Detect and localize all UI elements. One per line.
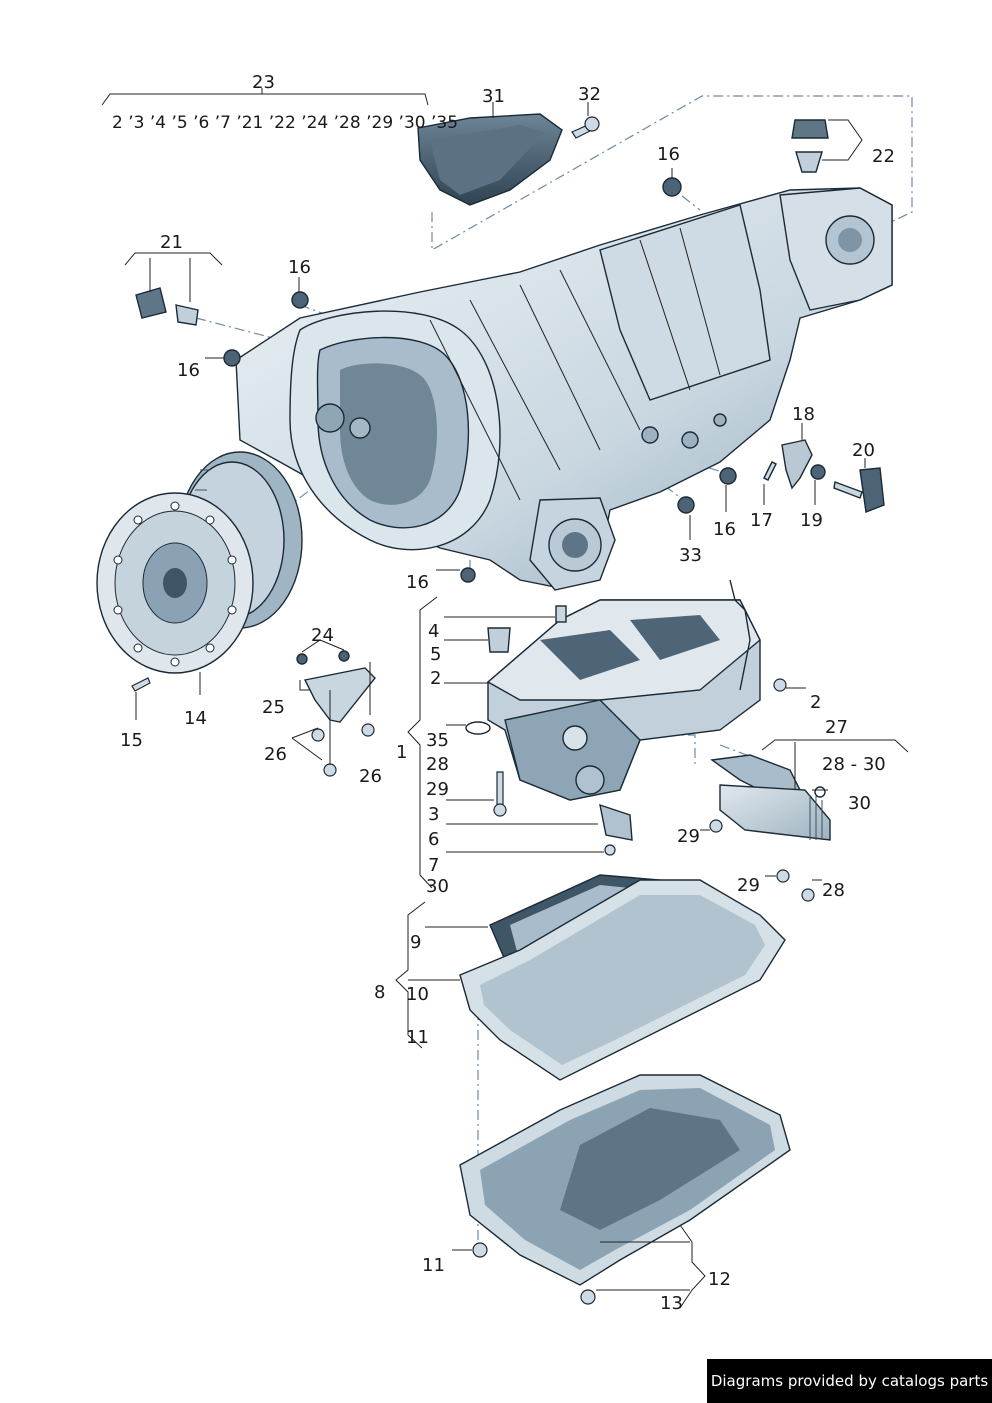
- label-21: 21: [160, 232, 183, 253]
- atf-cooler-27: [710, 754, 831, 841]
- callout-labels: 23 2 ’3 ’4 ’5 ’6 ’7 ’21 ’22 ’24 ’28 ’29 …: [112, 72, 895, 1314]
- label-7: 7: [428, 855, 439, 876]
- label-29-cooler-left: 29: [677, 826, 700, 847]
- label-16-right: 16: [713, 519, 736, 540]
- cover-plate-31: [417, 113, 563, 206]
- label-2-right: 2: [810, 692, 821, 713]
- label-23: 23: [252, 72, 275, 93]
- label-22: 22: [872, 146, 895, 167]
- label-15: 15: [120, 730, 143, 751]
- label-11-lower: 11: [422, 1255, 445, 1276]
- label-26-left: 26: [264, 744, 287, 765]
- label-20: 20: [852, 440, 875, 461]
- label-33: 33: [679, 545, 702, 566]
- label-6: 6: [428, 829, 439, 850]
- label-30-right: 30: [848, 793, 871, 814]
- label-31: 31: [482, 86, 505, 107]
- label-16-top: 16: [657, 144, 680, 165]
- label-29-cooler-right: 29: [737, 875, 760, 896]
- label-19: 19: [800, 510, 823, 531]
- label-17: 17: [750, 510, 773, 531]
- label-28-cooler: 28: [822, 880, 845, 901]
- label-29-left: 29: [426, 779, 449, 800]
- label-23-contents: 2 ’3 ’4 ’5 ’6 ’7 ’21 ’22 ’24 ’28 ’29 ’30…: [112, 113, 458, 133]
- credits-text: Diagrams provided by catalogs parts: [710, 1372, 989, 1390]
- label-8: 8: [374, 982, 385, 1003]
- transmission-housing: [235, 187, 893, 591]
- label-32: 32: [578, 84, 601, 105]
- label-11-upper: 11: [406, 1027, 429, 1048]
- label-24: 24: [311, 625, 334, 646]
- label-10: 10: [406, 984, 429, 1005]
- label-4: 4: [428, 621, 439, 642]
- pan-gasket-10: [459, 879, 786, 1081]
- label-2-left: 2: [430, 668, 441, 689]
- leader-lines: [101, 88, 909, 1309]
- label-30-left: 30: [426, 876, 449, 897]
- oil-pan-12: [459, 1074, 791, 1286]
- label-35: 35: [426, 730, 449, 751]
- label-18: 18: [792, 404, 815, 425]
- label-9: 9: [410, 932, 421, 953]
- label-28-30: 28 - 30: [822, 754, 886, 775]
- label-1: 1: [396, 742, 407, 763]
- small-parts: [131, 116, 885, 1305]
- label-16-upper-left: 16: [288, 257, 311, 278]
- label-16-mid: 16: [406, 572, 429, 593]
- label-5: 5: [430, 644, 441, 665]
- torque-converter-14: [96, 451, 303, 674]
- label-12: 12: [708, 1269, 731, 1290]
- mechatronic-unit-1: [486, 579, 761, 801]
- label-25: 25: [262, 697, 285, 718]
- credits-banner: Diagrams provided by catalogs parts: [707, 1359, 992, 1403]
- label-13: 13: [660, 1293, 683, 1314]
- label-28-left: 28: [426, 754, 449, 775]
- label-27: 27: [825, 717, 848, 738]
- label-16-left: 16: [177, 360, 200, 381]
- label-26-right: 26: [359, 766, 382, 787]
- label-14: 14: [184, 708, 207, 729]
- label-3: 3: [428, 804, 439, 825]
